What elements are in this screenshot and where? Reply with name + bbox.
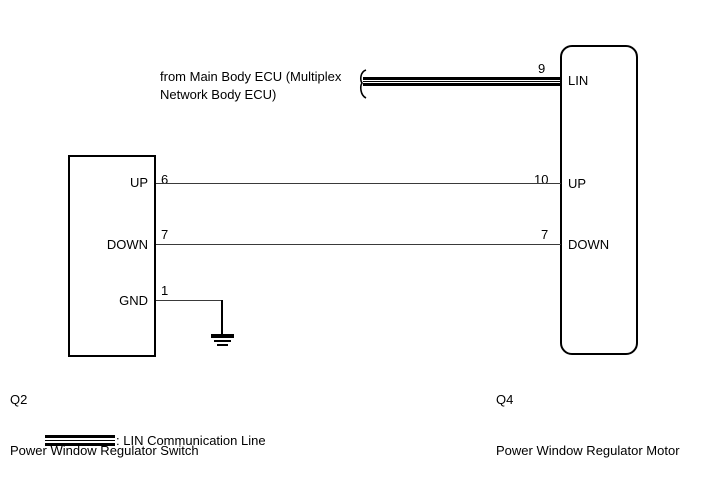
- lin-communication-wire: [363, 77, 561, 86]
- lin-communication-line-icon: [45, 435, 115, 446]
- connector-box-q2[interactable]: [68, 155, 156, 357]
- pin-label-q2-gnd: GND: [119, 293, 148, 308]
- wire-up-q2-to-q4: [156, 183, 561, 184]
- pin-label-q4-down: DOWN: [568, 237, 610, 252]
- ground-icon-bar-3: [217, 344, 228, 346]
- pin-number-q4-10: 10: [534, 172, 549, 187]
- legend-label: : LIN Communication Line: [116, 433, 266, 448]
- caption-q4-code: Q4: [496, 392, 514, 407]
- lin-wire-break-terminator: [360, 69, 367, 99]
- caption-q2-code: Q2: [10, 392, 28, 407]
- caption-q4: Q4 Power Window Regulator Motor Assembly…: [496, 357, 680, 481]
- ground-icon-bar-2: [214, 340, 231, 342]
- ground-icon-bar-1: [211, 334, 234, 338]
- pin-label-q4-up: UP: [568, 176, 587, 191]
- pin-number-q2-6: 6: [161, 172, 169, 187]
- connector-box-q4[interactable]: [560, 45, 638, 355]
- pin-number-q4-7: 7: [541, 227, 549, 242]
- wire-down-q2-to-q4: [156, 244, 561, 245]
- caption-q2: Q2 Power Window Regulator Switch Assembl…: [10, 357, 199, 481]
- wire-gnd-horizontal: [156, 300, 223, 301]
- source-ecu-note: from Main Body ECU (Multiplex Network Bo…: [160, 69, 342, 102]
- caption-q2-line1: Power Window Regulator Switch: [10, 443, 199, 458]
- pin-label-q2-up: UP: [129, 175, 148, 190]
- pin-number-q2-1: 1: [161, 283, 169, 298]
- pin-number-q4-9: 9: [538, 61, 546, 76]
- caption-q4-line1: Power Window Regulator Motor: [496, 443, 680, 458]
- pin-label-q4-lin: LIN: [568, 73, 589, 88]
- wire-gnd-vertical: [221, 300, 223, 334]
- pin-label-q2-down: DOWN: [106, 237, 148, 252]
- pin-number-q2-7: 7: [161, 227, 169, 242]
